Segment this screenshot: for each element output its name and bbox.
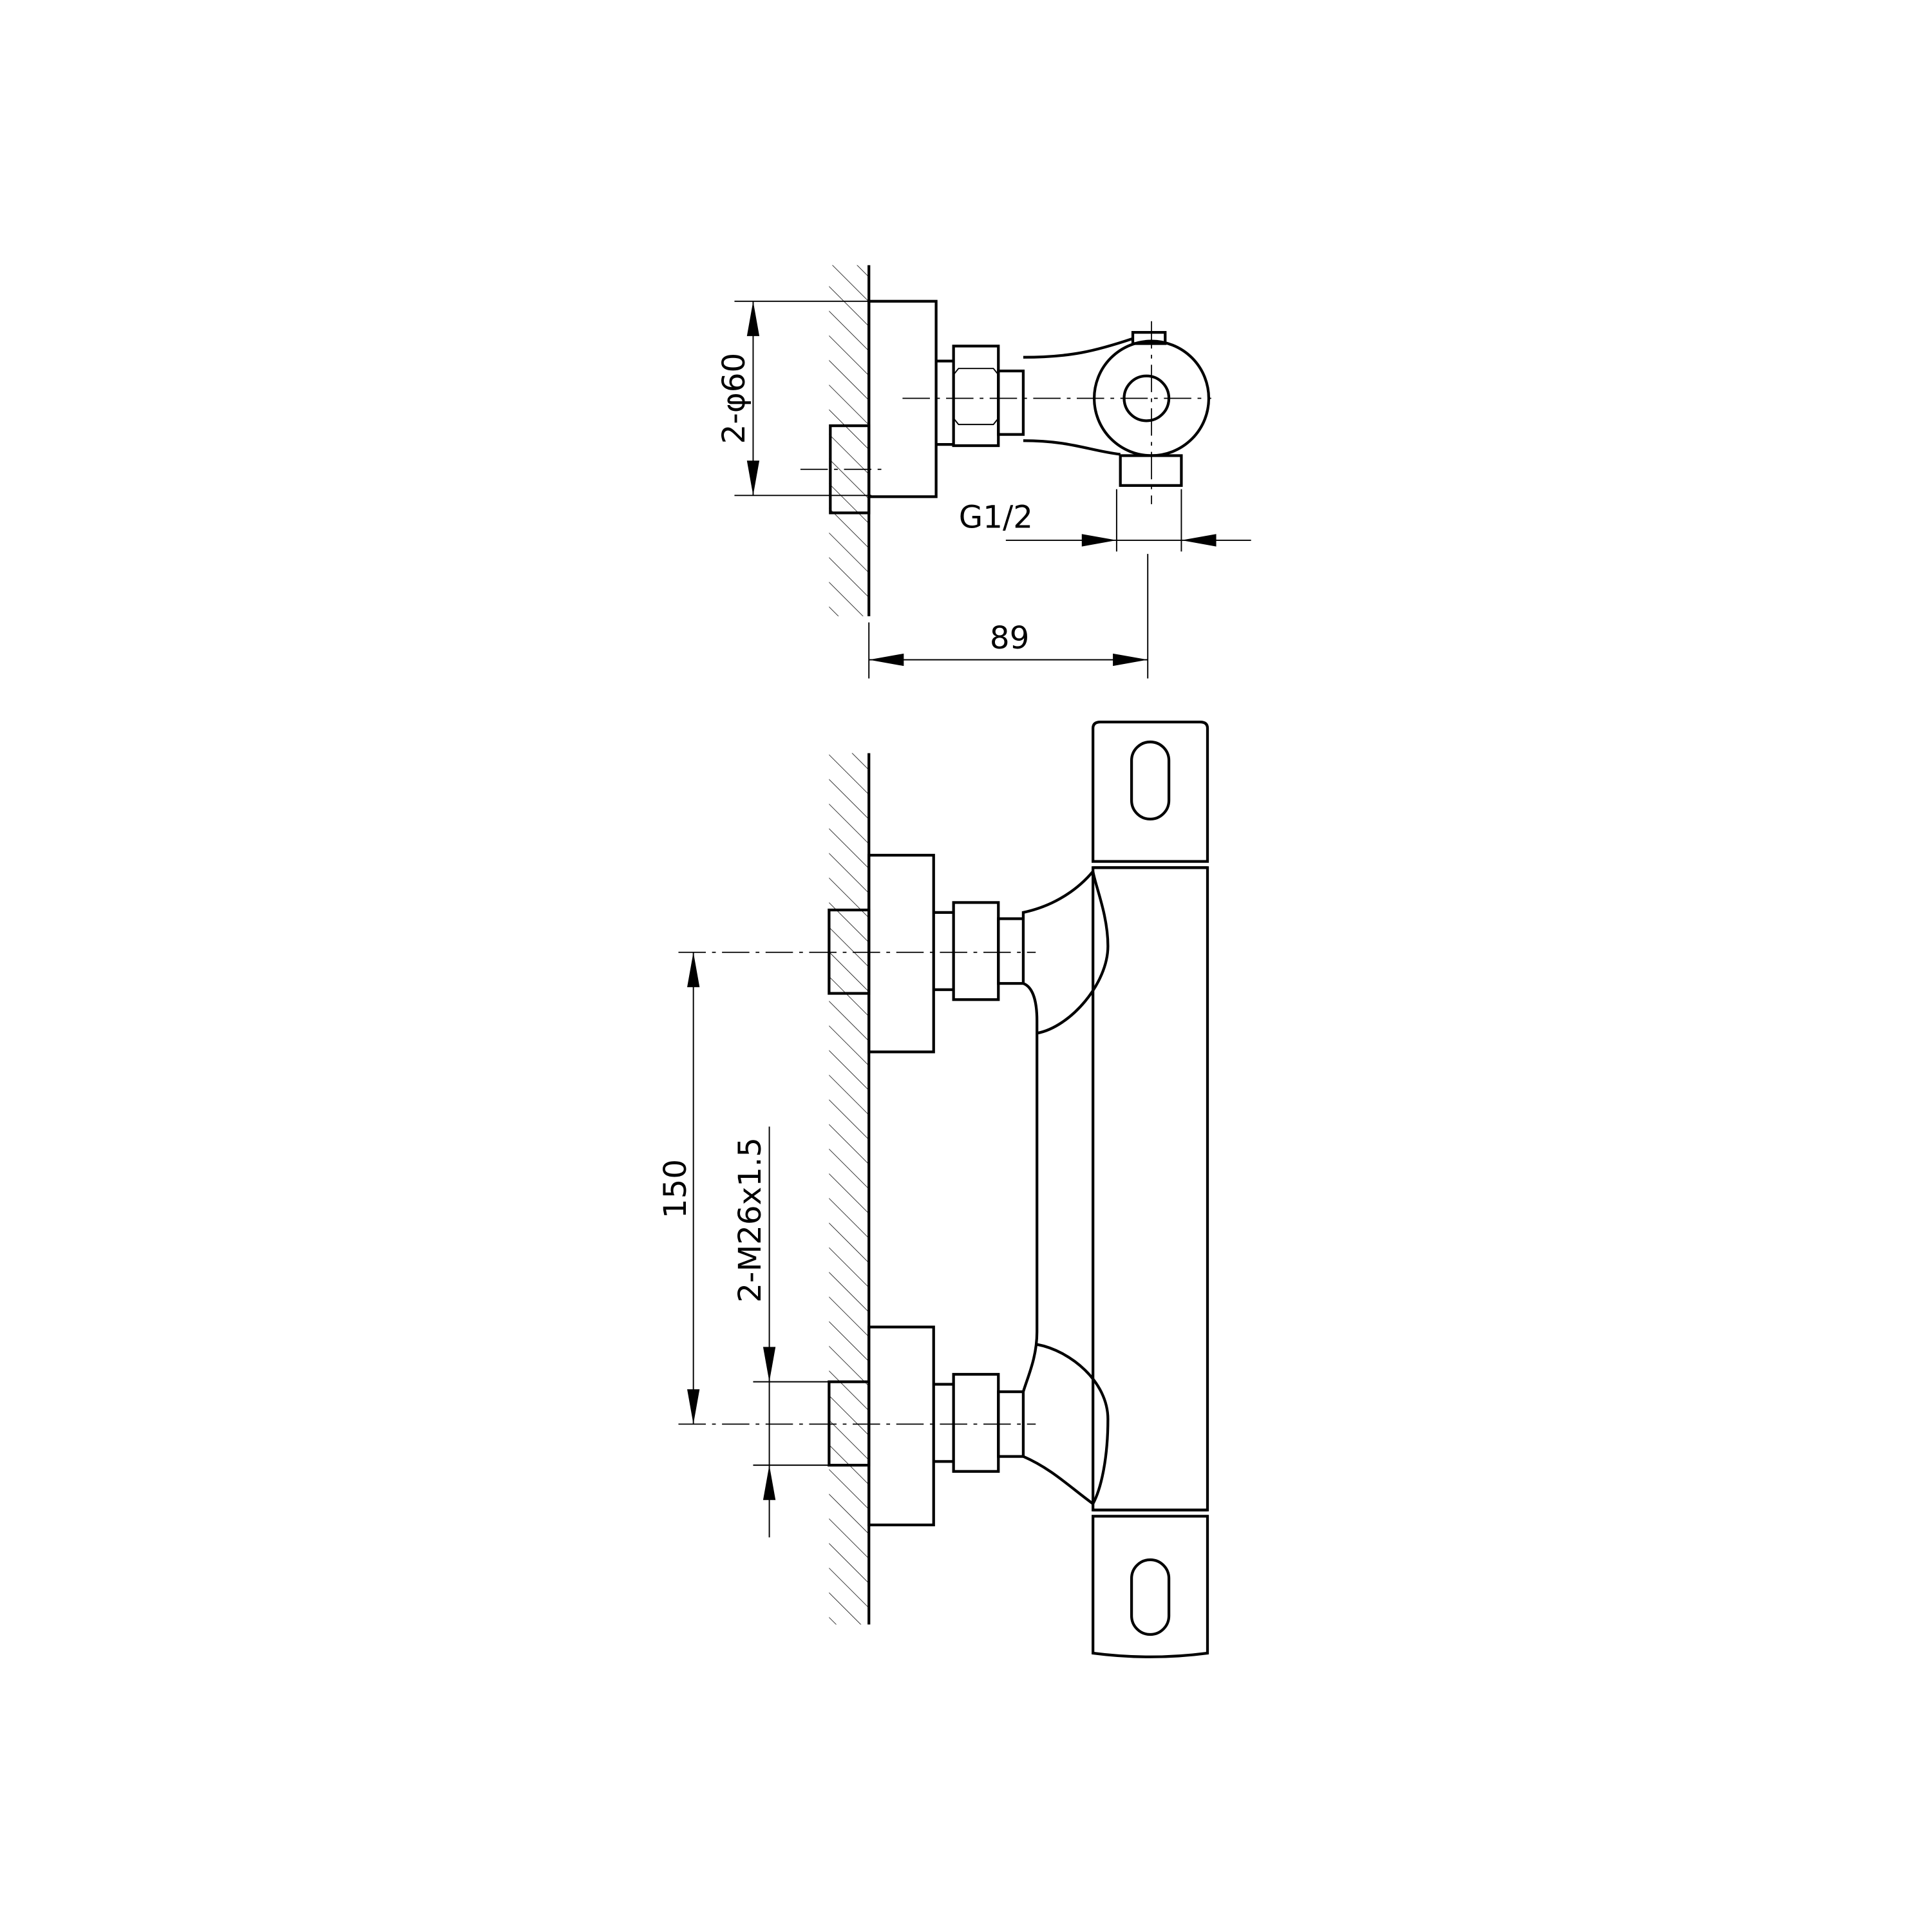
lower-inlet bbox=[678, 1325, 1036, 1527]
bottom-handle bbox=[1092, 1515, 1209, 1658]
thread-dimension: G1/2 bbox=[959, 489, 1251, 552]
side-view: 2-φ60 G1/2 89 bbox=[716, 265, 1251, 679]
wall-hatch bbox=[829, 753, 869, 1625]
connector bbox=[936, 359, 954, 446]
escutcheon bbox=[867, 299, 938, 498]
depth-label: 89 bbox=[990, 620, 1029, 656]
diameter-dimension: 2-φ60 bbox=[716, 300, 872, 497]
top-knob bbox=[1131, 330, 1167, 345]
spacing-dimension: 150 bbox=[658, 952, 700, 1425]
m26-thread-dimension: 2-M26x1.5 bbox=[732, 1126, 832, 1538]
thermostat-bar bbox=[1092, 866, 1209, 1511]
depth-dimension: 89 bbox=[868, 554, 1149, 679]
top-handle-slot bbox=[1130, 740, 1171, 821]
top-handle bbox=[1092, 721, 1209, 863]
diameter-label: 2-φ60 bbox=[716, 353, 752, 444]
hex-nut bbox=[952, 345, 1000, 448]
bottom-handle-slot bbox=[1130, 1558, 1171, 1636]
spacing-label: 150 bbox=[658, 1159, 694, 1218]
front-view: 150 2-M26x1.5 bbox=[658, 721, 1209, 1658]
coupling bbox=[997, 369, 1025, 436]
manifold bbox=[1021, 870, 1110, 1505]
upper-inlet bbox=[678, 853, 1036, 1054]
wall-hatch bbox=[829, 265, 869, 616]
thread-label: G1/2 bbox=[959, 500, 1033, 536]
bottom-outlet bbox=[1119, 454, 1183, 487]
body-neck bbox=[1023, 337, 1133, 456]
m26-thread-label: 2-M26x1.5 bbox=[732, 1137, 768, 1303]
